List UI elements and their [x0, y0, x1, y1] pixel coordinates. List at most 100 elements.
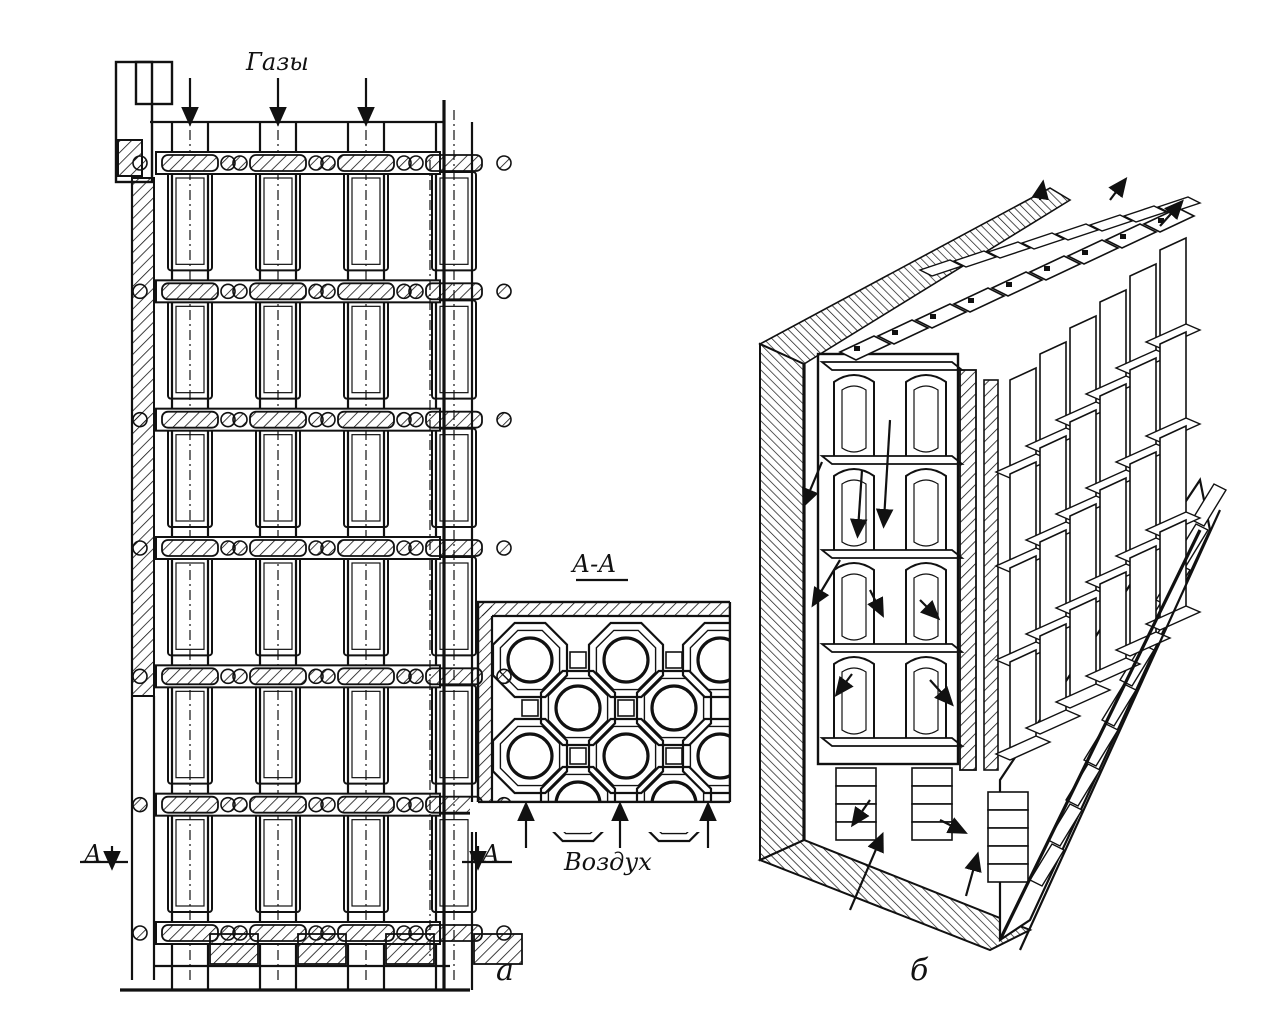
channel-square: [569, 651, 587, 669]
sealing-ring: [337, 154, 395, 172]
top-tile: [1028, 255, 1082, 281]
tube-bore: [175, 434, 205, 522]
channel-square: [617, 699, 635, 717]
sealing-ring: [161, 410, 219, 429]
label-cut-left: А: [82, 840, 102, 868]
flow-arrow: [849, 469, 868, 539]
joint-knob: [396, 155, 412, 171]
tube-bore: [263, 177, 293, 265]
shelf-plate: [819, 549, 965, 559]
joint-knob: [308, 411, 324, 428]
sealing-ring: [425, 539, 483, 557]
elevation-view: [80, 60, 523, 992]
octagon-mid: [643, 677, 705, 739]
top-tile: [952, 250, 998, 268]
top-tile: [876, 319, 930, 345]
sealing-ring: [249, 410, 307, 429]
tube-element: [833, 374, 875, 464]
tube-bore: [175, 562, 205, 650]
top-slot: [968, 298, 974, 303]
shelf-plate: [819, 455, 965, 465]
tube-bore: [351, 434, 381, 522]
tube-bore: [439, 434, 469, 522]
octagon-outer: [587, 717, 665, 795]
flow-arrow: [811, 559, 841, 608]
joint-knob: [396, 540, 412, 556]
tube-bore: [263, 434, 293, 522]
joint-knob: [220, 155, 236, 171]
sealing-ring: [249, 795, 307, 814]
tube-segment: [431, 556, 477, 657]
top-tile: [1104, 223, 1158, 249]
sealing-ring: [161, 282, 219, 301]
leg-brick: [911, 821, 953, 841]
top-slot: [1120, 234, 1126, 239]
top-tile: [1066, 239, 1120, 265]
sealing-ring: [425, 667, 483, 686]
top-tile: [952, 287, 1006, 313]
joint-knob: [132, 155, 148, 171]
label-fig-a: а: [496, 953, 514, 988]
octagon-mid: [595, 629, 657, 691]
top-slot: [1082, 250, 1088, 255]
module-frame: [816, 352, 960, 766]
tube-bore: [351, 690, 381, 779]
sealing-ring: [337, 539, 395, 557]
flow-arrow: [929, 679, 954, 707]
sealing-ring: [249, 924, 307, 942]
top-slot: [1044, 266, 1050, 271]
sealing-ring: [337, 282, 395, 301]
joint-knob: [308, 155, 324, 171]
top-tile: [918, 259, 964, 277]
base-brick: [1191, 483, 1227, 527]
tube-bore: [439, 690, 469, 779]
flow-arrow: [834, 673, 854, 698]
octagon-outer: [539, 669, 617, 747]
base-brick: [1047, 803, 1083, 847]
tube-bore: [841, 479, 867, 547]
sealing-ring: [249, 667, 307, 686]
octagon-outer: [491, 717, 569, 795]
flow-arrow: [1031, 179, 1049, 201]
sealing-ring: [337, 410, 395, 429]
leg-brick: [911, 803, 953, 823]
tube-bore: [175, 690, 205, 779]
column-joint: [1144, 417, 1202, 443]
joint-knob: [308, 668, 324, 685]
base-block: [473, 933, 523, 965]
tube-bore: [175, 305, 205, 394]
sealing-ring: [249, 539, 307, 557]
leg-brick: [987, 809, 1029, 829]
flow-arrow: [875, 419, 894, 529]
tube-element: [905, 656, 947, 746]
joint-knob: [396, 283, 412, 300]
divider: [983, 379, 999, 771]
sealing-ring: [337, 667, 395, 686]
tube-segment: [431, 427, 477, 528]
octagon-mid: [547, 773, 609, 835]
joint-knob: [132, 925, 148, 941]
tube-bore: [602, 732, 650, 780]
tube-segment: [431, 684, 477, 785]
tube-bore: [506, 636, 554, 684]
tube-element: [833, 468, 875, 558]
octagon-mid: [499, 629, 561, 691]
label-gases: Газы: [245, 48, 309, 76]
channel-square: [665, 651, 683, 669]
octagon-mid: [643, 773, 705, 835]
base-block: [385, 933, 435, 965]
brick-columns: [994, 236, 1202, 761]
top-tile: [1054, 223, 1100, 241]
top-tile: [1020, 232, 1066, 250]
joint-knob: [132, 796, 148, 813]
joint-knob: [220, 411, 236, 428]
octagon-mid: [499, 725, 561, 787]
flow-arrow: [964, 851, 982, 897]
tube-element: [833, 656, 875, 746]
tube-bore: [913, 573, 939, 641]
top-slot: [1006, 282, 1012, 287]
base-brick: [1029, 843, 1065, 887]
joint-knob: [396, 796, 412, 813]
tube-bore: [913, 667, 939, 735]
column-joint: [1144, 511, 1202, 537]
